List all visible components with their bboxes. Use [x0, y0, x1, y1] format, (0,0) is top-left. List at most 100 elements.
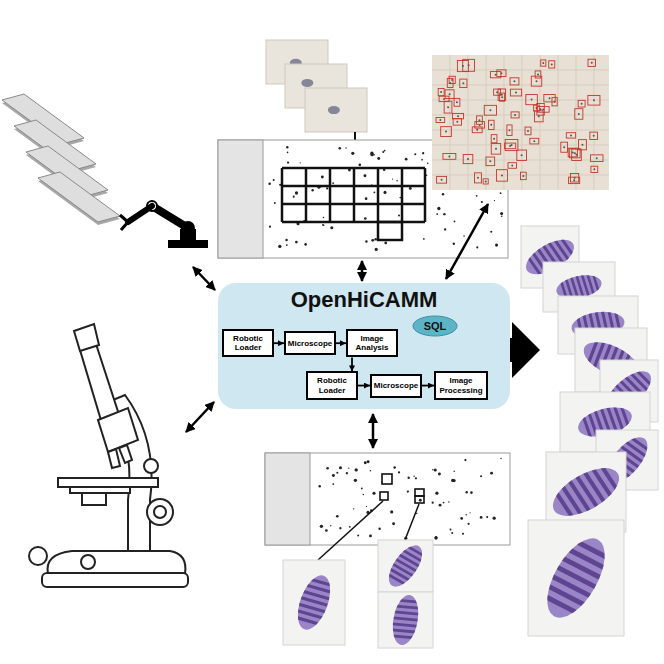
embryo-images [554, 463, 619, 521]
slide-overview [330, 226, 333, 229]
stitched-mosaic [449, 76, 455, 83]
slide-overview [282, 221, 425, 224]
stitched-mosaic [448, 155, 450, 157]
stitched-mosaic [522, 55, 523, 190]
slide-targets [318, 501, 383, 560]
stitched-mosaic [511, 112, 519, 118]
stitched-mosaic [447, 106, 449, 108]
embryo-images [294, 577, 334, 626]
slide-overview [373, 192, 375, 194]
slide-targets [339, 527, 341, 529]
stitched-mosaic [472, 127, 482, 133]
stitched-mosaic [536, 80, 538, 82]
embryo-images [562, 485, 581, 516]
stitched-mosaic [485, 180, 487, 182]
stitched-mosaic [457, 61, 468, 72]
stitched-mosaic [520, 172, 526, 179]
stitched-mosaic [456, 101, 458, 103]
stitched-mosaic [457, 115, 459, 117]
slide-overview [454, 221, 456, 223]
slide-targets [336, 515, 339, 518]
slide-overview [500, 192, 502, 194]
slide-targets [462, 533, 464, 535]
slide-targets [354, 479, 357, 482]
stitched-mosaic [588, 59, 596, 66]
slide-targets [434, 468, 437, 471]
stitched-mosaic [445, 131, 447, 133]
stitched-mosaic [505, 139, 518, 150]
stitched-mosaic [477, 177, 479, 179]
slide-overview [338, 147, 341, 150]
slide-targets [348, 468, 349, 469]
process-box: Image Processing [434, 371, 488, 399]
slide-overview [443, 213, 445, 215]
stitched-mosaic [509, 145, 511, 147]
flow-arrow [422, 385, 434, 387]
slide-overview [377, 168, 380, 222]
embryo-images [386, 544, 425, 587]
slide-overview [442, 193, 444, 195]
stitched-mosaic [501, 174, 503, 176]
slide-overview [365, 240, 367, 242]
robot-arm [128, 206, 152, 222]
slide-targets [357, 534, 359, 536]
stitched-mosaic [490, 72, 500, 78]
slide-overview [363, 174, 366, 177]
slide-targets [465, 491, 467, 493]
stitched-mosaic [593, 168, 595, 170]
microscope [144, 459, 158, 473]
slide-targets [448, 501, 449, 502]
slide-targets [326, 467, 329, 470]
slide-overview [358, 164, 361, 167]
slide-targets [407, 477, 409, 479]
stitched-mosaic [593, 99, 595, 101]
slide-targets [367, 460, 370, 463]
stitched-mosaic [515, 92, 517, 94]
slide-overview [421, 159, 423, 161]
embryo-images [547, 584, 585, 607]
slide-overview [424, 168, 427, 222]
embryo-images [389, 593, 422, 647]
robot-arm [152, 206, 188, 228]
slide-overview [476, 195, 478, 197]
stitched-mosaic [541, 60, 546, 66]
slide-overview [364, 217, 367, 220]
slide-targets [415, 477, 417, 479]
slide-overview [423, 238, 425, 240]
stitched-mosaic [501, 94, 503, 96]
slide-stack [38, 172, 120, 222]
stitched-mosaic [558, 55, 559, 190]
slide-overview [374, 238, 376, 240]
embryo-images [283, 560, 345, 645]
slide-overview [282, 185, 425, 188]
slide-targets [413, 476, 414, 477]
stitched-mosaic [486, 157, 495, 166]
stitched-mosaic [542, 108, 544, 110]
node-label: Microscope [288, 339, 332, 348]
slide-overview [481, 209, 483, 211]
embryo-images [395, 610, 419, 616]
slide-targets [392, 522, 395, 525]
embryo-images [558, 566, 596, 589]
slide-targets [378, 527, 380, 529]
node-label: Image Processing [438, 376, 484, 394]
robot-arm [120, 201, 208, 248]
slide-overview [463, 235, 465, 237]
node-label: Microscope [374, 381, 418, 390]
slide-targets [439, 504, 442, 507]
slide-overview [345, 147, 346, 148]
exchange-arrow [361, 261, 364, 281]
stitched-mosaic [440, 91, 442, 93]
stitched-mosaic [432, 55, 609, 190]
stitched-mosaic [447, 78, 453, 87]
embryo-images [542, 538, 611, 615]
slide-targets [435, 492, 438, 495]
stitched-mosaic [491, 135, 497, 143]
embryo-images [600, 463, 619, 494]
slide-targets [464, 459, 466, 461]
slide-targets [432, 502, 434, 504]
slide-overview [293, 196, 295, 198]
stitched-mosaic [490, 124, 492, 126]
stitched-mosaic [432, 85, 609, 86]
stitched-mosaic [432, 55, 609, 190]
